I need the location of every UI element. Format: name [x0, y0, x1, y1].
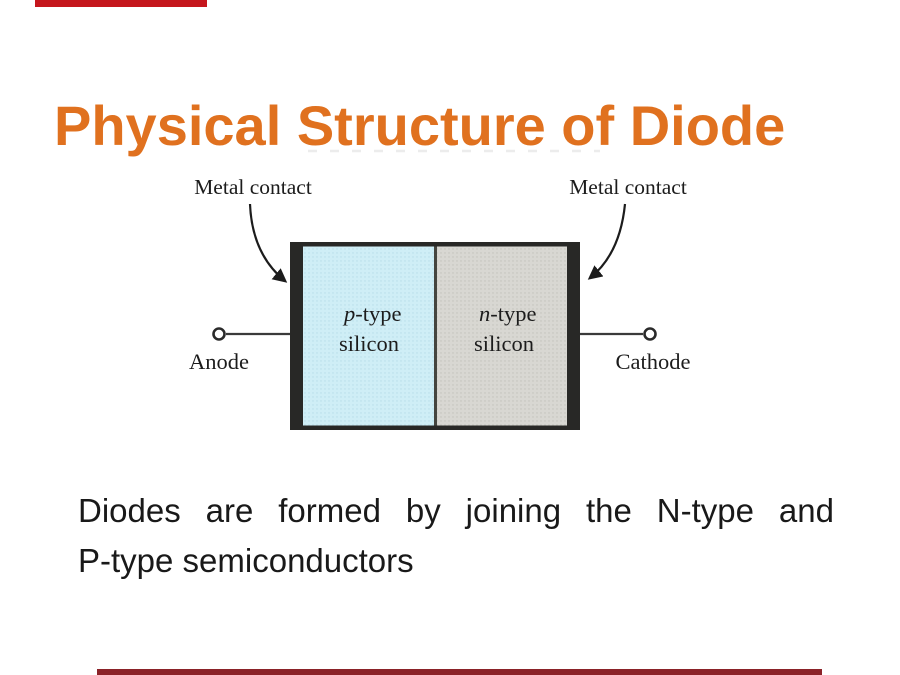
diode-bottom-border — [290, 425, 580, 430]
callout-arrow-left-icon — [248, 203, 288, 283]
n-silicon-label: silicon — [474, 331, 534, 356]
cathode-terminal-circle — [643, 327, 657, 341]
n-type-region — [437, 246, 567, 426]
n-type-label: n-type — [479, 301, 536, 326]
bottom-red-edge-bar — [97, 669, 822, 675]
body-text-line1: Diodes are formed by joining the N-type … — [78, 492, 834, 529]
metal-contact-label-right: Metal contact — [569, 175, 687, 199]
anode-label: Anode — [189, 349, 249, 374]
metal-contact-label-left: Metal contact — [194, 175, 312, 199]
p-type-region — [303, 246, 434, 426]
cathode-label: Cathode — [616, 349, 691, 374]
anode-terminal-circle — [212, 327, 226, 341]
pn-junction-line — [434, 246, 437, 426]
body-text-line2: P-type semiconductors — [78, 542, 414, 579]
p-type-label: p-type — [342, 301, 401, 326]
metal-contact-bar-right — [567, 242, 580, 430]
p-silicon-label: silicon — [339, 331, 399, 356]
metal-contact-bar-left — [290, 242, 303, 430]
page-title: Physical Structure of Diode — [54, 93, 786, 157]
body-text: Diodes are formed by joining the N-type … — [78, 486, 834, 586]
diode-top-border — [290, 242, 580, 247]
callout-arrow-right-icon — [587, 203, 627, 280]
top-red-edge-bar — [35, 0, 207, 7]
